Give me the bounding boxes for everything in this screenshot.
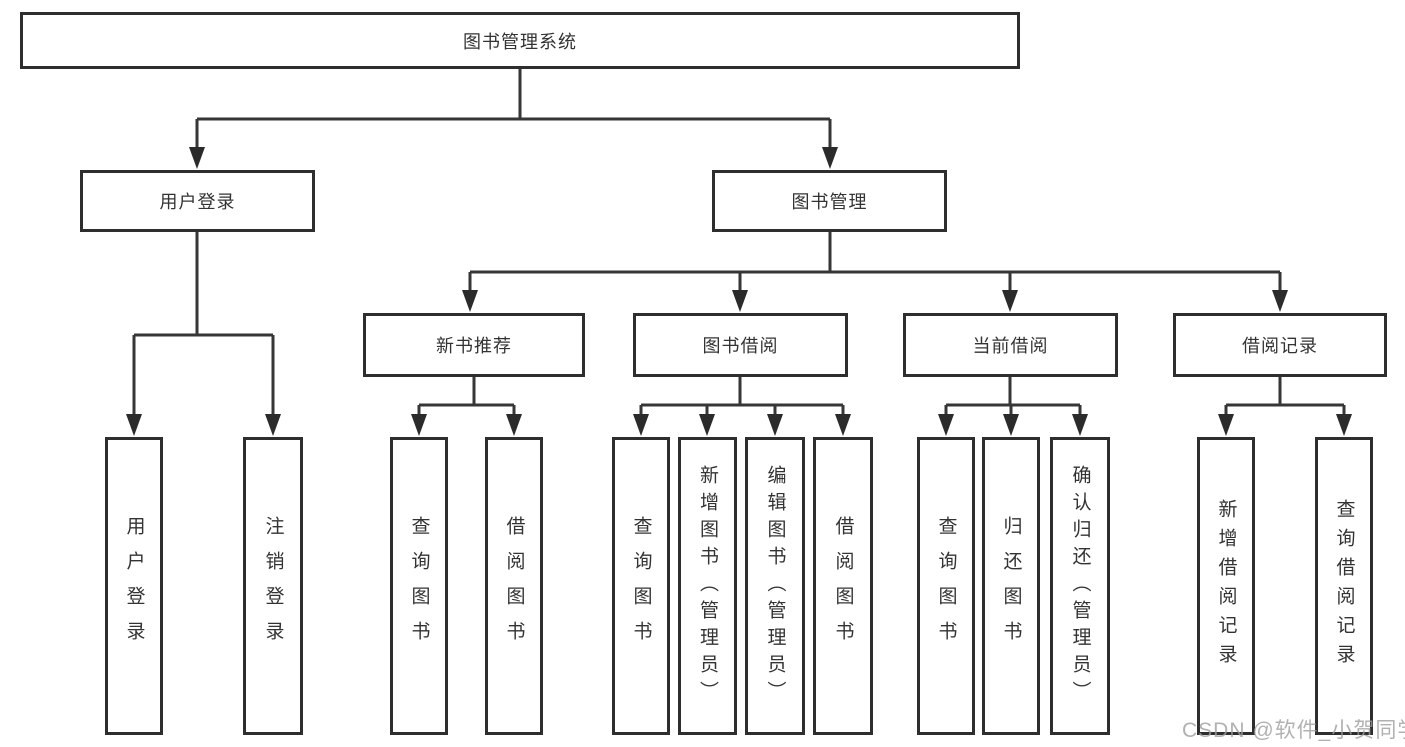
leaf-user-login: 用户登录 xyxy=(105,437,163,735)
leaf-confirm-return-admin-label: 确认归还（管理员） xyxy=(1069,464,1091,708)
watermark: CSDN @软件_小贺同学 xyxy=(1182,719,1405,742)
leaf-borrow-books-recommend: 借阅图书 xyxy=(485,437,543,735)
leaf-return-book-label: 归还图书 xyxy=(1000,516,1022,656)
node-current-borrow: 当前借阅 xyxy=(903,313,1118,377)
leaf-borrow-books: 借阅图书 xyxy=(813,437,873,735)
leaf-edit-book-admin-label: 编辑图书（管理员） xyxy=(764,464,786,708)
leaf-user-login-label: 用户登录 xyxy=(123,516,145,656)
node-book-management-label: 图书管理 xyxy=(791,192,868,212)
connector-current-borrow-to-leaves xyxy=(938,377,1088,436)
node-new-book-recommend-label: 新书推荐 xyxy=(436,336,512,356)
node-borrow-records: 借阅记录 xyxy=(1173,313,1387,377)
node-user-login-label: 用户登录 xyxy=(159,192,236,212)
leaf-add-borrow-record: 新增借阅记录 xyxy=(1197,437,1255,735)
node-library-system-label: 图书管理系统 xyxy=(463,31,577,52)
node-book-borrow: 图书借阅 xyxy=(633,313,848,377)
leaf-query-books-borrow: 查询图书 xyxy=(612,437,670,735)
leaf-edit-book-admin: 编辑图书（管理员） xyxy=(745,437,805,735)
leaf-add-book-admin-label: 新增图书（管理员） xyxy=(697,464,718,708)
leaf-query-books-current: 查询图书 xyxy=(917,437,975,735)
leaf-query-borrow-record: 查询借阅记录 xyxy=(1315,437,1373,735)
node-user-login: 用户登录 xyxy=(80,170,315,232)
leaf-query-books-borrow-label: 查询图书 xyxy=(630,516,652,656)
leaf-query-books-recommend-label: 查询图书 xyxy=(408,516,430,656)
leaf-borrow-books-label: 借阅图书 xyxy=(832,516,854,656)
leaf-query-books-recommend: 查询图书 xyxy=(390,437,448,735)
connector-borrow-records-to-leaves xyxy=(1218,377,1352,436)
connector-book-borrow-to-leaves xyxy=(633,377,851,436)
leaf-add-borrow-record-label: 新增借阅记录 xyxy=(1215,499,1237,673)
leaf-confirm-return-admin: 确认归还（管理员） xyxy=(1050,437,1110,735)
node-library-system: 图书管理系统 xyxy=(20,12,1020,69)
node-book-borrow-label: 图书借阅 xyxy=(702,336,779,356)
node-borrow-records-label: 借阅记录 xyxy=(1242,336,1318,356)
connector-user-login-to-leaves xyxy=(126,232,281,436)
leaf-query-borrow-record-label: 查询借阅记录 xyxy=(1333,499,1355,673)
leaf-logout-label: 注销登录 xyxy=(262,516,284,656)
leaf-borrow-books-recommend-label: 借阅图书 xyxy=(503,516,525,656)
leaf-return-book: 归还图书 xyxy=(982,437,1040,735)
node-current-borrow-label: 当前借阅 xyxy=(972,336,1049,356)
node-new-book-recommend: 新书推荐 xyxy=(363,313,585,377)
leaf-add-book-admin: 新增图书（管理员） xyxy=(678,437,737,735)
connector-root-to-level2 xyxy=(189,68,838,169)
connector-book-management-to-level3 xyxy=(462,232,1288,312)
leaf-query-books-current-label: 查询图书 xyxy=(935,516,957,656)
node-book-management: 图书管理 xyxy=(712,170,947,232)
connector-new-book-to-leaves xyxy=(411,377,522,436)
leaf-logout: 注销登录 xyxy=(243,437,303,735)
